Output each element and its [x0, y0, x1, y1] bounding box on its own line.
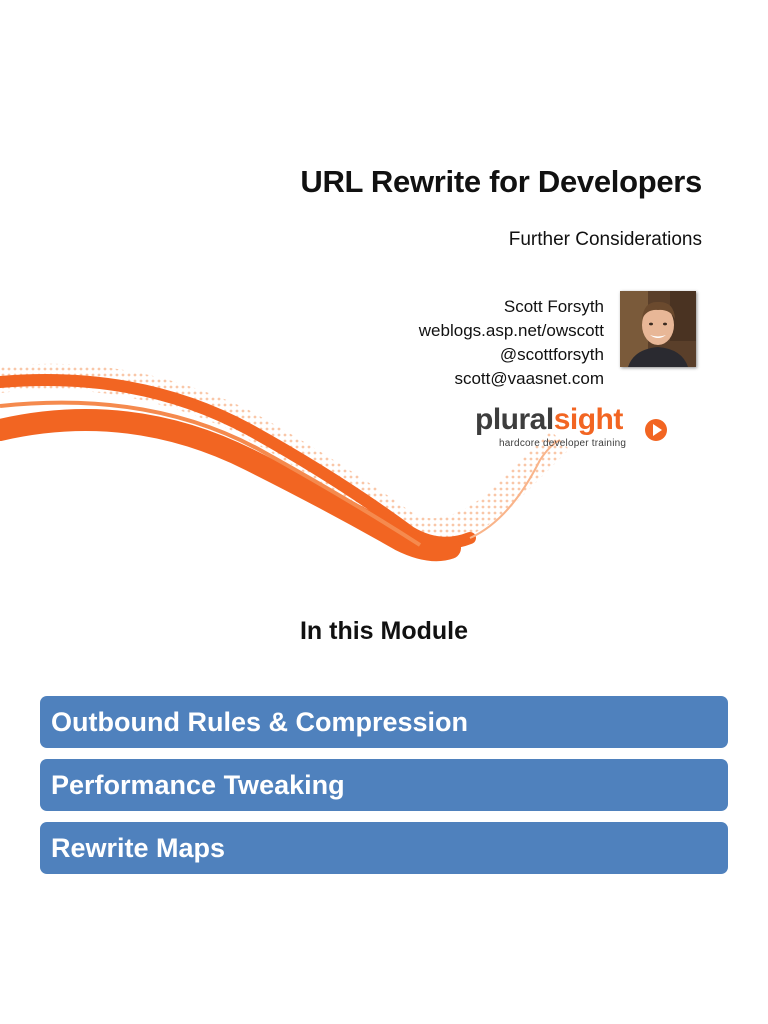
module-list: Outbound Rules & Compression Performance… [40, 696, 728, 885]
logo-word-plural: plural [475, 403, 554, 436]
author-email: scott@vaasnet.com [454, 369, 604, 388]
author-blog: weblogs.asp.net/owscott [418, 321, 604, 340]
author-info: Scott Forsyth weblogs.asp.net/owscott @s… [419, 295, 604, 391]
slide-title: URL Rewrite for Developers [300, 164, 702, 199]
author-twitter: @scottforsyth [499, 345, 604, 364]
module-heading: In this Module [299, 617, 469, 645]
logo-word-sight: sight [553, 403, 624, 436]
author-photo [620, 291, 696, 367]
pluralsight-logo: pluralsight hardcore developer training [475, 402, 675, 454]
author-portrait-icon [620, 291, 696, 367]
decorative-swoosh [0, 363, 570, 562]
author-name: Scott Forsyth [503, 297, 604, 316]
module-item-outbound-rules: Outbound Rules & Compression [40, 696, 728, 748]
slide-subtitle: Further Considerations [508, 229, 702, 250]
logo-tagline: hardcore developer training [499, 438, 627, 449]
module-item-rewrite-maps: Rewrite Maps [40, 822, 728, 874]
module-item-performance: Performance Tweaking [40, 759, 728, 811]
play-icon [645, 419, 667, 441]
